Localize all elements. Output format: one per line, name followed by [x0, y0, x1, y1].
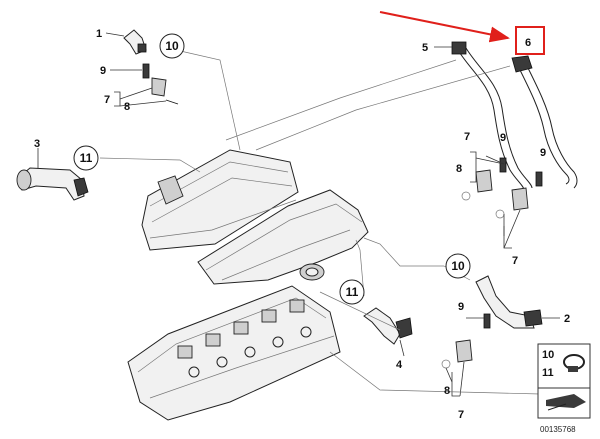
part-4-hose [363, 307, 413, 357]
label-part-6: 6 [525, 37, 531, 49]
label-part-9-d: 9 [458, 301, 464, 313]
red-highlight-box [515, 26, 545, 55]
label-part-7-c: 7 [512, 255, 518, 267]
part-3-intake-duct [16, 148, 89, 201]
part-6-hose [511, 55, 578, 189]
label-part-8-c: 8 [444, 385, 450, 397]
label-part-9-a: 9 [100, 65, 106, 77]
legend-box: 10 11 [537, 343, 591, 419]
label-part-3: 3 [34, 138, 40, 150]
legend-label-10: 10 [542, 349, 554, 361]
callout-10-right: 10 [445, 253, 471, 279]
label-part-8-a: 8 [124, 101, 130, 113]
label-part-4: 4 [396, 359, 403, 371]
document-number: 00135768 [540, 425, 576, 434]
label-part-8-b: 8 [456, 163, 462, 175]
part-1-elbow-fitting [105, 29, 147, 55]
highlight-annotation [379, 11, 545, 55]
callout-11-left-label: 11 [80, 151, 93, 165]
callout-11-center-label: 11 [346, 285, 359, 299]
legend-label-11: 11 [542, 367, 554, 379]
label-part-7-d: 7 [458, 409, 464, 421]
label-part-9-c: 9 [540, 147, 546, 159]
label-part-2: 2 [564, 313, 570, 325]
label-part-7-b: 7 [464, 131, 470, 143]
part-2-hose [475, 275, 560, 329]
red-arrow [379, 11, 510, 43]
valve-assembly-lower-right [441, 313, 491, 397]
label-part-5: 5 [422, 42, 428, 54]
label-part-7-a: 7 [104, 94, 110, 106]
label-part-1: 1 [96, 28, 102, 40]
valve-assembly-right-middle [461, 151, 543, 249]
part-5-hose [434, 41, 533, 191]
hose-clamp-icon [563, 354, 585, 372]
callout-10-top-label: 10 [165, 39, 179, 53]
callout-leader-lines [99, 49, 541, 395]
callout-10-right-label: 10 [451, 259, 465, 273]
wrench-icon [546, 394, 586, 411]
manifold-cover [197, 189, 369, 285]
callout-11-center: 11 [339, 279, 365, 305]
cylinder-head [127, 285, 341, 421]
callout-10-top: 10 [159, 33, 185, 59]
label-part-9-b: 9 [500, 132, 506, 144]
cam-bearing-caps [177, 299, 312, 378]
valve-assembly-upper-left [110, 63, 179, 107]
callout-11-left: 11 [73, 145, 99, 171]
air-filter-housing [141, 149, 299, 251]
